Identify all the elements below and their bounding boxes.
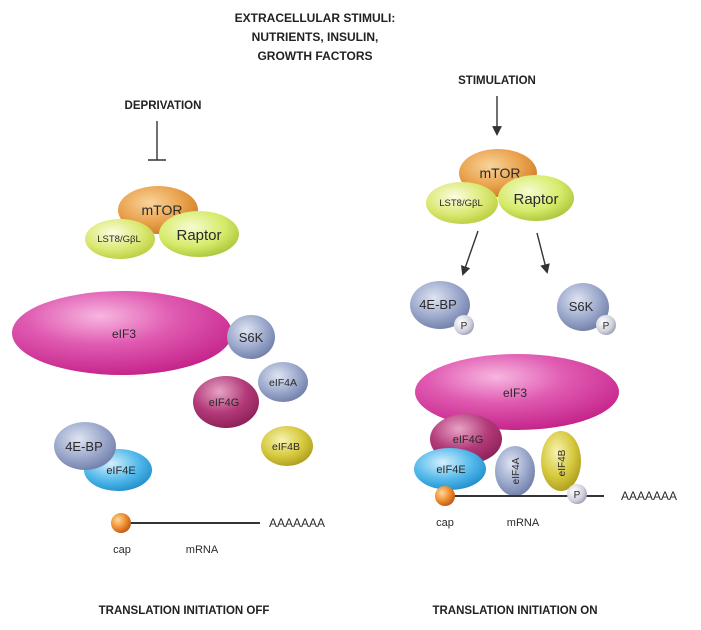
left-lst8 (85, 219, 155, 259)
left-4ebp-label: 4E-BP (65, 439, 103, 454)
left-s6k (227, 315, 275, 359)
left-lst8-label: LST8/GβL (97, 234, 140, 245)
right-eif4b (541, 431, 581, 491)
left-mtor-complex: mTOR LST8/GβL Raptor (85, 186, 239, 259)
right-footer: TRANSLATION INITIATION ON (432, 605, 597, 617)
left-raptor (159, 211, 239, 257)
left-mtor-label: mTOR (142, 202, 183, 218)
right-4ebp-label: 4E-BP (419, 297, 457, 312)
left-eif4g (193, 376, 259, 428)
left-eif4b (261, 426, 313, 466)
right-eif3 (415, 354, 619, 430)
right-4ebp-phosphate (454, 315, 474, 335)
header-line-1: EXTRACELLULAR STIMULI: (235, 11, 396, 25)
header: EXTRACELLULAR STIMULI: NUTRIENTS, INSULI… (235, 11, 396, 63)
right-mrna-label: mRNA (507, 517, 540, 529)
right-eif4b-phosphate (567, 484, 587, 504)
right-eif3-label: eIF3 (503, 386, 527, 400)
left-polya-label: AAAAAAA (269, 516, 325, 530)
right-polya-label: AAAAAAA (621, 489, 677, 503)
right-cap (435, 486, 455, 506)
right-eif4a-label: eIF4A (511, 457, 522, 484)
left-eif4g-label: eIF4G (209, 397, 240, 409)
left-4ebp (54, 422, 116, 470)
right-s6k (557, 283, 609, 331)
header-line-3: GROWTH FACTORS (257, 49, 372, 63)
right-lst8-label: LST8/GβL (439, 198, 482, 209)
left-condition-label: DEPRIVATION (125, 100, 202, 112)
right-eif4a (495, 446, 535, 496)
left-eif4e-label: eIF4E (106, 465, 135, 477)
arrow-to-s6k (536, 232, 550, 274)
left-s6k-label: S6K (239, 330, 264, 345)
left-footer: TRANSLATION INITIATION OFF (99, 605, 270, 617)
right-raptor-label: Raptor (513, 191, 558, 208)
left-eif4a-label: eIF4A (269, 377, 297, 389)
left-eif3 (12, 291, 232, 375)
left-eif3-label: eIF3 (112, 327, 136, 341)
right-condition-label: STIMULATION (458, 75, 536, 87)
right-cap-label: cap (436, 517, 454, 529)
header-line-2: NUTRIENTS, INSULIN, (252, 30, 379, 44)
right-s6k-phosphate-label: P (603, 321, 610, 332)
right-4ebp (410, 281, 470, 329)
right-raptor (498, 175, 574, 221)
right-panel: STIMULATION mTOR LST8/GβL Raptor 4E-BP P… (410, 75, 677, 617)
right-s6k-label: S6K (569, 299, 594, 314)
right-eif4e-label: eIF4E (436, 464, 465, 476)
right-eif4b-label: eIF4B (557, 449, 568, 476)
left-eif4b-label: eIF4B (272, 441, 300, 453)
left-raptor-label: Raptor (176, 227, 221, 244)
right-mtor-complex: mTOR LST8/GβL Raptor (426, 149, 574, 224)
right-4ebp-phosphate-label: P (461, 321, 468, 332)
left-mrna-label: mRNA (186, 544, 219, 556)
right-lst8 (426, 182, 498, 224)
left-eif4a (258, 362, 308, 402)
right-eif4e (414, 448, 486, 490)
right-eif4g-label: eIF4G (453, 434, 484, 446)
left-cap-label: cap (113, 544, 131, 556)
left-panel: DEPRIVATION mTOR LST8/GβL Raptor eIF3 S6… (12, 100, 325, 617)
left-cap (111, 513, 131, 533)
right-s6k-phosphate (596, 315, 616, 335)
right-mtor-label: mTOR (480, 165, 521, 181)
arrow-to-4ebp (460, 230, 479, 276)
right-eif4b-phosphate-label: P (574, 490, 581, 501)
